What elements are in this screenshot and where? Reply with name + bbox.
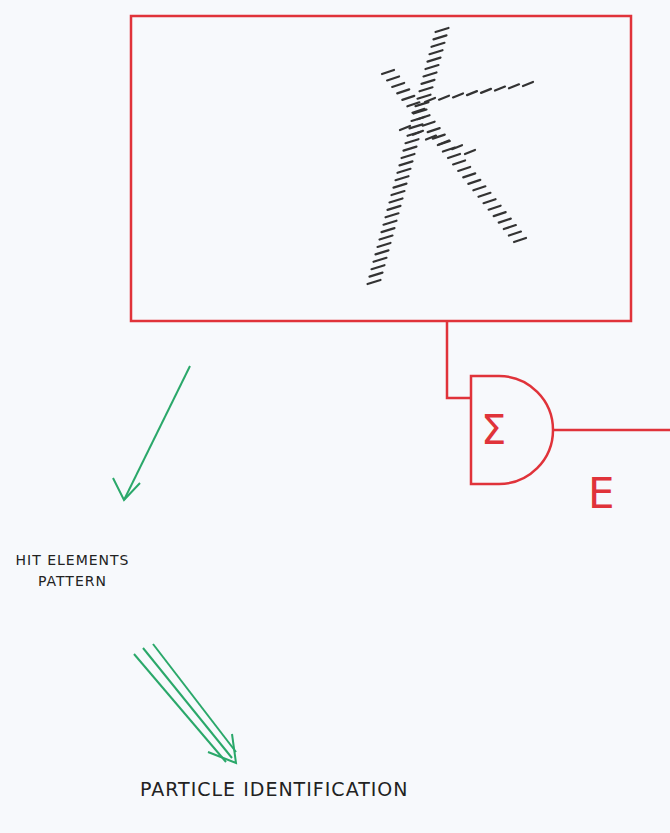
hit-stroke	[386, 213, 399, 217]
hit-stroke	[407, 102, 419, 106]
hit-stroke	[410, 124, 423, 128]
hit-stroke	[392, 191, 405, 195]
hit-stroke	[398, 169, 411, 173]
hit-stroke	[499, 219, 511, 223]
hit-stroke	[387, 76, 399, 80]
hit-stroke	[453, 93, 463, 97]
hit-stroke	[473, 186, 485, 190]
hit-stroke	[388, 206, 401, 210]
hit-stroke	[394, 184, 407, 188]
hit-stroke	[422, 80, 435, 84]
hit-stroke	[465, 150, 475, 154]
hit-stroke	[400, 161, 413, 165]
hit-stroke	[424, 72, 437, 76]
hit-stroke	[426, 65, 439, 69]
hit-stroke	[390, 198, 403, 202]
sum-symbol: Σ	[481, 410, 506, 450]
calorimeter-box	[131, 16, 631, 321]
hit-stroke	[436, 28, 449, 32]
hit-stroke	[484, 199, 496, 203]
hit-stroke	[425, 98, 435, 102]
hit-stroke	[402, 96, 414, 100]
hit-stroke	[368, 280, 381, 284]
hit-stroke	[384, 221, 397, 225]
hit-stroke	[402, 154, 415, 158]
hit-stroke	[413, 131, 423, 135]
hit-stroke	[495, 87, 505, 91]
hit-stroke	[468, 180, 480, 184]
hit-stroke	[489, 206, 501, 210]
hit-stroke	[458, 167, 470, 171]
hit-stroke	[418, 95, 431, 99]
hit-stroke	[467, 91, 477, 95]
hit-stroke	[434, 35, 447, 39]
hit-stroke	[478, 193, 490, 197]
hit-stroke	[376, 250, 389, 254]
hit-stroke	[400, 126, 410, 130]
hit-stroke	[428, 58, 441, 62]
hit-stroke	[509, 232, 521, 236]
hit-stroke	[382, 228, 395, 232]
hit-stroke	[453, 160, 465, 164]
hit-stroke	[448, 154, 460, 158]
hit-stroke	[423, 122, 435, 126]
hit-stroke	[452, 145, 462, 149]
hit-stroke	[406, 139, 419, 143]
sum-gate: Σ	[471, 376, 553, 484]
hit-stroke	[504, 225, 516, 229]
hit-stroke	[428, 128, 440, 132]
hit-stroke	[509, 84, 519, 88]
gate-shape	[471, 376, 553, 484]
hit-stroke	[494, 212, 506, 216]
hit-stroke	[426, 136, 436, 140]
particle-id-label: PARTICLE IDENTIFICATION	[140, 775, 409, 804]
hit-stroke	[397, 89, 409, 93]
hit-stroke	[392, 83, 404, 87]
energy-output: E	[588, 462, 616, 525]
hit-stroke	[514, 238, 526, 242]
hit-stroke	[382, 70, 394, 74]
hit-stroke	[439, 96, 449, 100]
hit-stroke	[372, 265, 385, 269]
hit-stroke	[378, 243, 391, 247]
hit-stroke	[439, 140, 449, 144]
green-arrow	[113, 366, 190, 500]
output-wire	[553, 429, 670, 432]
hit-stroke	[380, 236, 393, 240]
triple-arrow	[134, 644, 236, 763]
hit-elements	[368, 28, 534, 284]
hit-stroke	[418, 115, 430, 119]
hit-stroke	[412, 109, 424, 113]
hit-stroke	[396, 176, 409, 180]
hit-stroke	[523, 82, 533, 86]
hit-stroke	[438, 141, 450, 145]
hit-stroke	[404, 147, 417, 151]
hit-stroke	[432, 43, 445, 47]
hit-stroke	[370, 273, 383, 277]
hit-stroke	[430, 50, 443, 54]
hit-stroke	[481, 89, 491, 93]
hit-pattern-label: HIT ELEMENTS PATTERN	[10, 550, 135, 592]
hit-stroke	[463, 173, 475, 177]
readout-wire	[447, 322, 471, 398]
hit-stroke	[420, 87, 433, 91]
hit-stroke	[374, 258, 387, 262]
